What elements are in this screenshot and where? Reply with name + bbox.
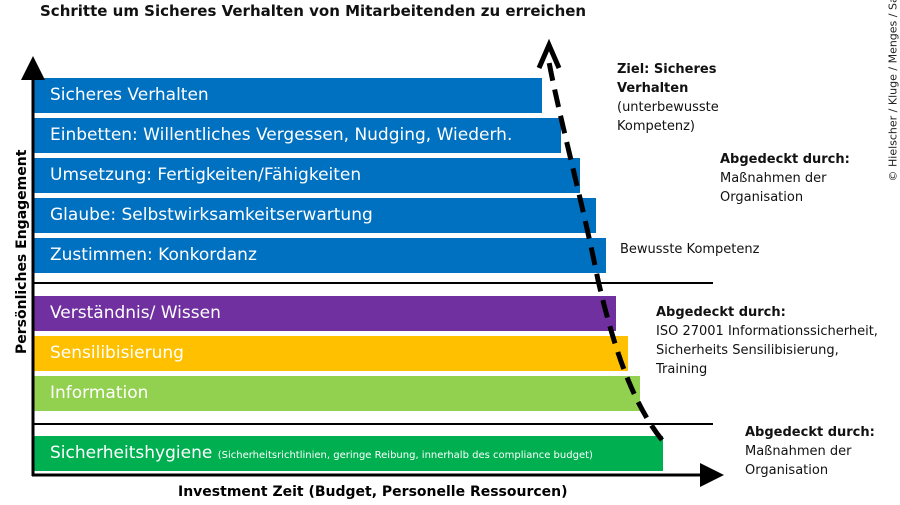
step-label: Information <box>50 383 149 403</box>
note-line: Maßnahmen der <box>720 171 827 186</box>
step-einbetten: Einbetten: Willentliches Vergessen, Nudg… <box>34 118 561 153</box>
progress-curve <box>546 61 664 442</box>
x-axis-label: Investment Zeit (Budget, Personelle Ress… <box>178 484 568 500</box>
note-line: Sicherheits Sensilibisierung, <box>656 343 839 358</box>
step-sensibilisierung: Sensilibisierung <box>34 336 628 371</box>
note-line: Organisation <box>745 463 829 478</box>
step-sublabel: (Sicherheitsrichtlinien, geringe Reibung… <box>217 450 593 461</box>
note-line: Kompetenz) <box>617 119 695 134</box>
step-label: Sicheres Verhalten <box>50 85 209 105</box>
step-information: Information <box>34 376 640 411</box>
y-axis-label: Persönliches Engagement <box>14 149 30 354</box>
step-label: Umsetzung: Fertigkeiten/Fähigkeiten <box>50 165 362 185</box>
note-line: (unterbewusste <box>617 100 719 115</box>
step-label: Glaube: Selbstwirksamkeitserwartung <box>50 205 373 225</box>
note-title: Ziel: Sicheres Verhalten <box>617 62 717 96</box>
step-glaube: Glaube: Selbstwirksamkeitserwartung <box>34 198 596 233</box>
step-sicheres-verhalten: Sicheres Verhalten <box>34 78 542 113</box>
step-umsetzung: Umsetzung: Fertigkeiten/Fähigkeiten <box>34 158 580 193</box>
note-line: Organisation <box>720 190 804 205</box>
note-title: Abgedeckt durch: <box>656 305 786 320</box>
step-label: Sensilibisierung <box>50 343 184 363</box>
step-label: Einbetten: Willentliches Vergessen, Nudg… <box>50 125 513 145</box>
step-verstaendnis: Verständnis/ Wissen <box>34 296 616 331</box>
step-zustimmen: Zustimmen: Konkordanz <box>34 238 606 273</box>
curve-arrowhead-icon <box>536 38 562 69</box>
note-line: Maßnahmen der <box>745 444 852 459</box>
note-title: Abgedeckt durch: <box>720 152 850 167</box>
covered-note-2: Abgedeckt durch: ISO 27001 Informationssi… <box>656 303 878 379</box>
step-label: Sicherheitshygiene <box>50 443 213 463</box>
note-line: Training <box>656 362 708 377</box>
step-sicherheitshygiene: Sicherheitshygiene (Sicherheitsrichtlini… <box>34 436 663 471</box>
step-label: Verständnis/ Wissen <box>50 303 221 323</box>
step-label: Zustimmen: Konkordanz <box>50 245 257 265</box>
note-line: ISO 27001 Informationssicherheit, <box>656 324 878 339</box>
conscious-competence-note: Bewusste Kompetenz <box>620 242 760 257</box>
note-title: Abgedeckt durch: <box>745 425 875 440</box>
copyright: © Hielscher / Kluge / Menges / Sasse <box>886 0 900 182</box>
diagram-title: Schritte um Sicheres Verhalten von Mitar… <box>40 2 587 20</box>
